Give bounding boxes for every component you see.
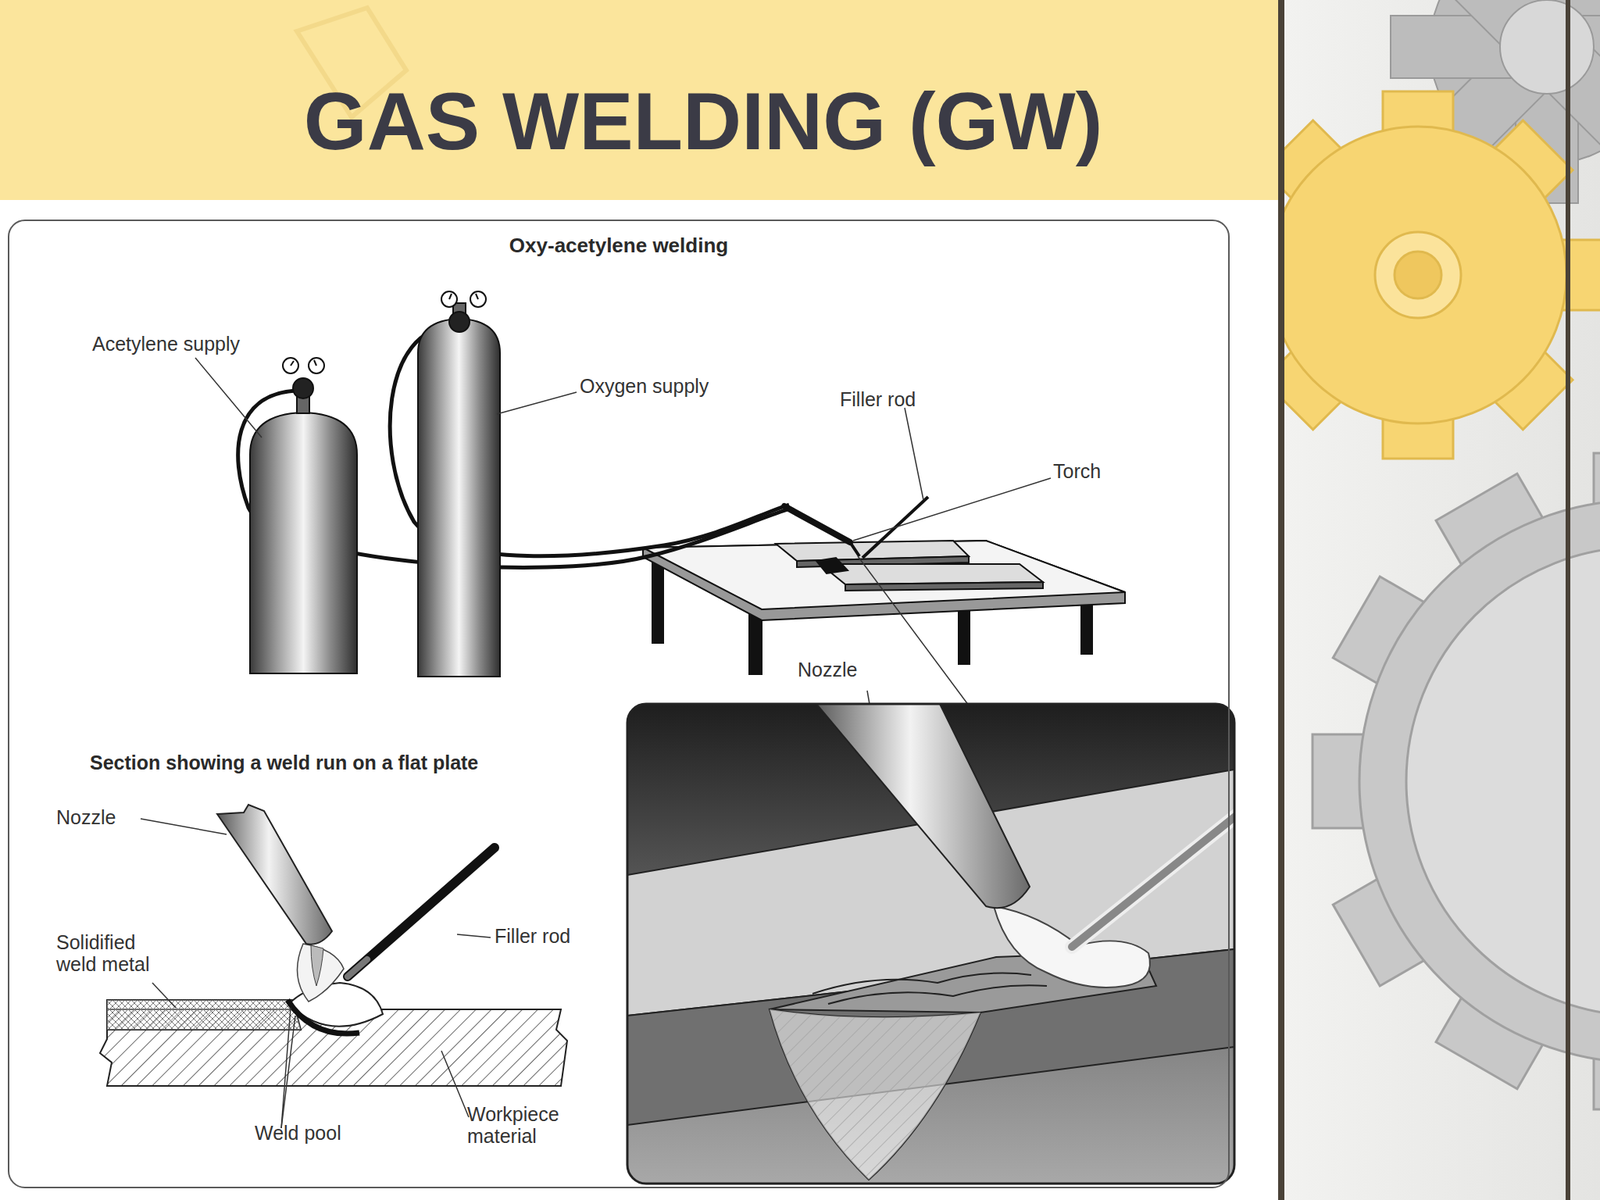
workpiece-plates (775, 540, 1043, 591)
welding-table (642, 540, 1125, 675)
title-band (0, 0, 1282, 200)
divider-bar (1565, 0, 1571, 1200)
part-label: Weld pool (254, 1121, 365, 1144)
figure-panel: Oxy-acetylene welding (7, 219, 1230, 1189)
panel-heading: Oxy-acetylene welding (9, 233, 1229, 258)
part-label: Workpiece material (467, 1103, 585, 1147)
slide-title: GAS WELDING (GW) (195, 74, 1211, 168)
gear-decoration (1281, 0, 1600, 1200)
torch (784, 506, 860, 557)
section-heading: Section showing a weld run on a flat pla… (89, 751, 637, 774)
part-label: Filler rod (839, 388, 965, 411)
oxygen-cylinder (417, 291, 500, 677)
acetylene-cylinder (250, 357, 358, 674)
leader-lines (195, 357, 1051, 727)
close-up-inset (627, 703, 1235, 1184)
part-label: Filler rod (494, 925, 620, 947)
part-label: Nozzle (797, 658, 892, 681)
leader-lines (140, 818, 491, 1129)
part-label: Oxygen supply (579, 375, 768, 397)
part-label: Solidified weld metal (56, 931, 174, 975)
inset-frame (627, 703, 1235, 1184)
part-label: Nozzle (56, 806, 150, 829)
part-label: Acetylene supply (92, 332, 296, 355)
part-label: Torch (1053, 460, 1147, 483)
divider-bar (1278, 0, 1285, 1200)
